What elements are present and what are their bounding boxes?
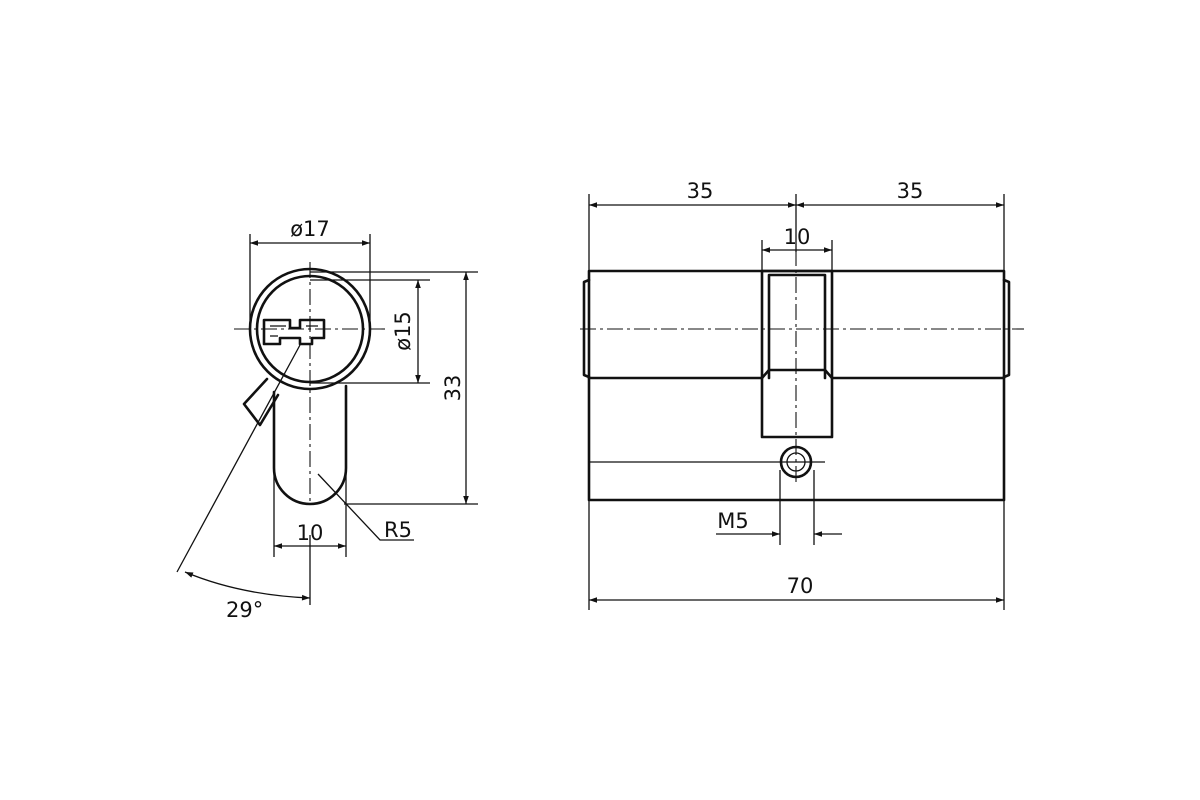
side-view: 35 35 10 M5 70 (580, 179, 1024, 610)
angle-label: 29° (226, 598, 263, 622)
d17-label: ø17 (290, 217, 330, 241)
angle-arc (184, 571, 311, 601)
d15-label: ø15 (391, 311, 415, 351)
r5-leader (317, 473, 414, 541)
cam-body-outline (272, 384, 348, 506)
cam-inner (767, 273, 827, 372)
keyway-pins (270, 325, 318, 337)
keyway-profile (262, 318, 326, 346)
m5-label: M5 (717, 509, 748, 533)
w10-label: 10 (297, 521, 324, 545)
end-cap-right (1002, 278, 1011, 379)
cam-slot (760, 269, 834, 439)
cam-rotated (242, 377, 280, 427)
half-length-right-label: 35 (897, 179, 924, 203)
end-view: ø17 ø15 33 10 R5 29° (176, 217, 478, 622)
half-length-left-label: 35 (687, 179, 714, 203)
h33-label: 33 (441, 375, 465, 402)
cam-width-label: 10 (784, 225, 811, 249)
overall-length-label: 70 (787, 574, 814, 598)
r5-label: R5 (384, 518, 412, 542)
angle-reference-line (176, 344, 301, 573)
